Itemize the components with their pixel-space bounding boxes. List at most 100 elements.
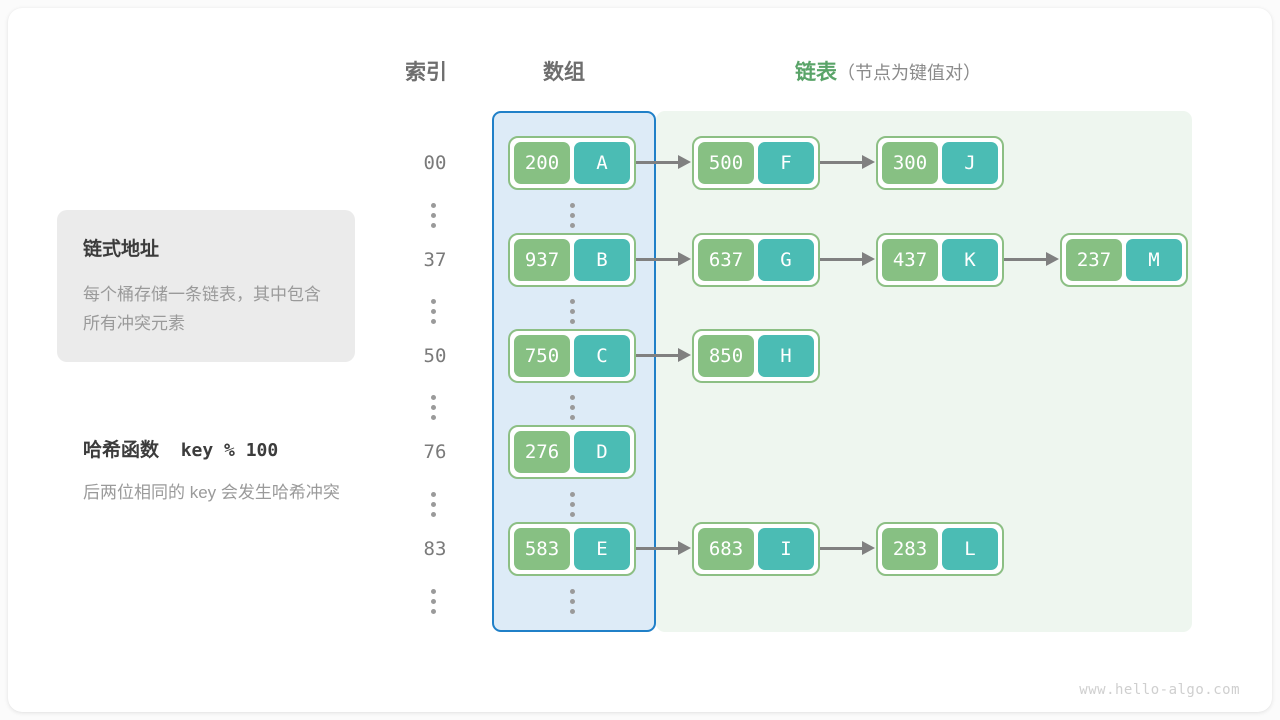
node-key: 300 <box>882 142 938 184</box>
ellipsis-dot <box>570 395 575 400</box>
next-pointer-arrow-icon <box>820 136 876 190</box>
array-column-ellipsis <box>570 589 577 614</box>
ellipsis-dot <box>431 299 436 304</box>
ellipsis-dot <box>431 309 436 314</box>
arrow-head <box>862 155 875 169</box>
arrow-shaft <box>636 161 680 164</box>
node-value: K <box>942 239 998 281</box>
ellipsis-dot <box>570 512 575 517</box>
node-key: 276 <box>514 431 570 473</box>
ellipsis-dot <box>431 405 436 410</box>
node-value: F <box>758 142 814 184</box>
array-column-ellipsis <box>570 395 577 420</box>
ellipsis-dot <box>570 213 575 218</box>
arrow-shaft <box>636 258 680 261</box>
next-pointer-arrow-icon <box>820 233 876 287</box>
next-pointer-arrow-icon <box>820 522 876 576</box>
arrow-shaft <box>820 547 864 550</box>
arrow-head <box>678 155 691 169</box>
ellipsis-dot <box>431 395 436 400</box>
ellipsis-dot <box>570 223 575 228</box>
ellipsis-dot <box>431 599 436 604</box>
ellipsis-dot <box>431 415 436 420</box>
next-pointer-arrow-icon <box>636 329 692 383</box>
note-title: 链式地址 <box>83 239 160 260</box>
index-column-ellipsis <box>431 589 438 614</box>
next-pointer-arrow-icon <box>636 522 692 576</box>
hash-function-title: 哈希函数 key % 100 <box>83 435 278 462</box>
node-value: H <box>758 335 814 377</box>
note-card <box>57 210 355 362</box>
column-header-list-main: 链表 <box>795 61 837 84</box>
node-key: 283 <box>882 528 938 570</box>
arrow-shaft <box>636 547 680 550</box>
ellipsis-dot <box>570 319 575 324</box>
node-key: 637 <box>698 239 754 281</box>
bucket-index-label: 83 <box>423 538 447 560</box>
index-column-ellipsis <box>431 395 438 420</box>
column-header-list-sub: （节点为键值对） <box>837 63 981 83</box>
node-key: 937 <box>514 239 570 281</box>
hash-function-body: 后两位相同的 key 会发生哈希冲突 <box>83 483 340 502</box>
arrow-head <box>862 252 875 266</box>
column-header-array: 数组 <box>543 61 585 84</box>
array-column-ellipsis <box>570 492 577 517</box>
bucket-index-label: 50 <box>423 345 447 367</box>
node-key: 437 <box>882 239 938 281</box>
index-column-ellipsis <box>431 299 438 324</box>
node-value: M <box>1126 239 1182 281</box>
column-header-list: 链表（节点为键值对） <box>795 56 981 86</box>
ellipsis-dot <box>570 599 575 604</box>
next-pointer-arrow-icon <box>636 136 692 190</box>
ellipsis-dot <box>570 609 575 614</box>
arrow-shaft <box>820 258 864 261</box>
hash-function-expression: key % 100 <box>180 440 279 461</box>
ellipsis-dot <box>431 492 436 497</box>
node-key: 683 <box>698 528 754 570</box>
ellipsis-dot <box>431 609 436 614</box>
node-value: B <box>574 239 630 281</box>
ellipsis-dot <box>570 502 575 507</box>
index-column-ellipsis <box>431 492 438 517</box>
node-value: L <box>942 528 998 570</box>
array-column-ellipsis <box>570 299 577 324</box>
ellipsis-dot <box>570 203 575 208</box>
ellipsis-dot <box>570 589 575 594</box>
hash-function-label: 哈希函数 <box>83 440 160 461</box>
arrow-head <box>862 541 875 555</box>
index-column-ellipsis <box>431 203 438 228</box>
ellipsis-dot <box>431 213 436 218</box>
node-key: 500 <box>698 142 754 184</box>
ellipsis-dot <box>570 405 575 410</box>
ellipsis-dot <box>431 223 436 228</box>
node-key: 750 <box>514 335 570 377</box>
node-value: J <box>942 142 998 184</box>
arrow-shaft <box>636 354 680 357</box>
ellipsis-dot <box>431 319 436 324</box>
node-value: C <box>574 335 630 377</box>
node-key: 850 <box>698 335 754 377</box>
watermark: www.hello-algo.com <box>1079 682 1240 698</box>
